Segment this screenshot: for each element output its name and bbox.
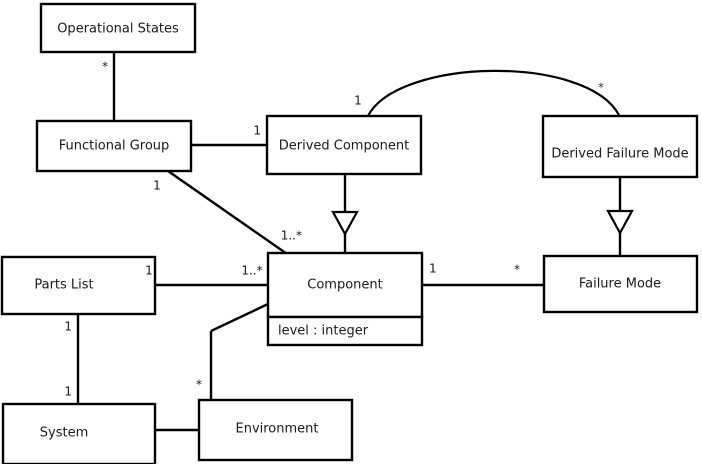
multiplicity-component-failure-mode-right: * <box>514 263 520 277</box>
class-attribute-component-level: level : integer <box>278 324 369 339</box>
class-box-rect-component <box>266 251 424 319</box>
class-name-derived-failure-mode: Derived Failure Mode <box>551 147 688 162</box>
class-box-component[interactable]: Component level : integer <box>266 251 424 347</box>
class-box-rect-failure-mode <box>542 254 699 314</box>
class-box-failure-mode[interactable]: Failure Mode <box>542 254 699 314</box>
class-name-environment: Environment <box>235 422 318 437</box>
multiplicity-environment-component: * <box>196 378 202 392</box>
multiplicity-parts-list-component-left: 1 <box>145 264 153 278</box>
class-box-rect-system <box>1 402 157 464</box>
class-box-system[interactable]: System <box>1 402 157 464</box>
class-box-parts-list[interactable]: Parts List <box>0 255 157 316</box>
multiplicity-component-failure-mode-left: 1 <box>429 262 437 276</box>
class-box-functional-group[interactable]: Functional Group <box>35 119 193 173</box>
class-name-derived-component: Derived Component <box>279 139 410 154</box>
link-environment-component-diagonal <box>210 302 269 333</box>
class-box-rect-component-attributes <box>266 315 424 347</box>
link-functional-group-component <box>167 170 291 257</box>
class-box-rect-operational-states <box>39 2 197 54</box>
class-box-environment[interactable]: Environment <box>197 398 354 462</box>
link-derived-component-derived-failure-mode <box>367 69 620 117</box>
multiplicity-component-from-functional-group: 1..* <box>281 229 302 243</box>
class-name-component: Component <box>307 278 382 293</box>
multiplicity-functional-group-derived-component: 1 <box>253 124 261 138</box>
class-box-derived-failure-mode[interactable]: Derived Failure Mode <box>541 114 699 179</box>
multiplicity-parts-list-system-bottom: 1 <box>64 385 72 399</box>
multiplicity-operational-states-functional-group: * <box>102 60 108 74</box>
class-name-functional-group: Functional Group <box>59 139 170 154</box>
class-name-operational-states: Operational States <box>57 22 179 37</box>
class-box-rect-parts-list <box>0 255 157 316</box>
multiplicity-functional-group-component: 1 <box>153 179 161 193</box>
multiplicity-derived-component-curve: 1 <box>354 94 362 108</box>
multiplicity-derived-failure-mode-curve: * <box>598 81 604 95</box>
generalization-triangle-derived-component <box>331 210 359 237</box>
class-box-derived-component[interactable]: Derived Component <box>265 114 423 176</box>
class-name-parts-list: Parts List <box>34 278 93 293</box>
class-name-failure-mode: Failure Mode <box>579 277 661 292</box>
multiplicity-parts-list-system-top: 1 <box>64 320 72 334</box>
class-box-rect-derived-component <box>265 114 423 176</box>
multiplicity-parts-list-component-right: 1..* <box>241 264 262 278</box>
class-name-system: System <box>40 426 88 441</box>
class-box-operational-states[interactable]: Operational States <box>39 2 197 54</box>
class-box-rect-environment <box>197 398 354 462</box>
generalization-triangle-derived-failure-mode <box>606 209 634 236</box>
class-box-rect-derived-failure-mode <box>541 114 699 179</box>
class-box-rect-functional-group <box>35 119 193 173</box>
